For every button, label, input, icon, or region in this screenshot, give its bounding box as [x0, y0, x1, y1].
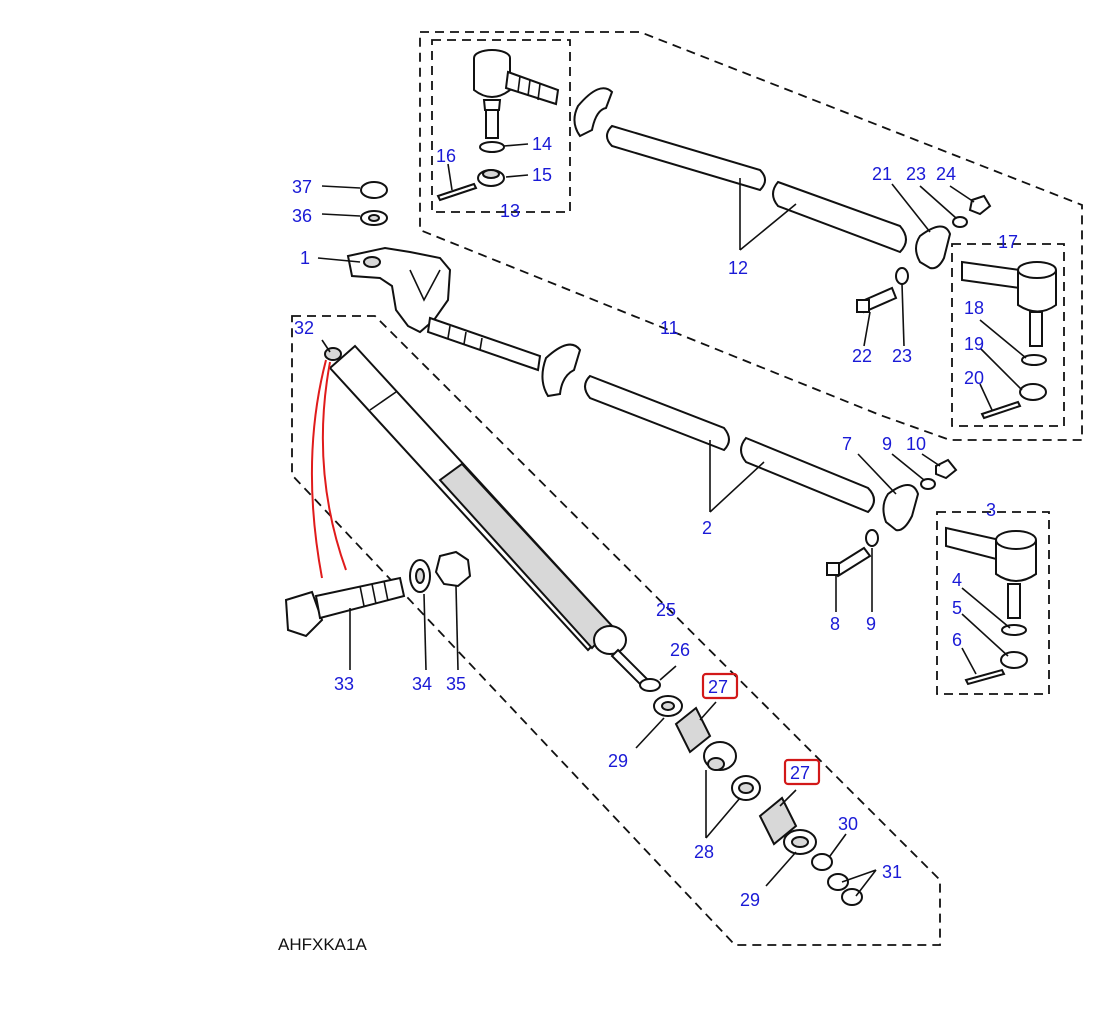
callout-29-lower[interactable]: 29	[740, 890, 760, 910]
callout-1[interactable]: 1	[300, 248, 310, 268]
lower-rod-assembly	[426, 316, 958, 578]
callout-31[interactable]: 31	[882, 862, 902, 882]
callout-14[interactable]: 14	[532, 134, 552, 154]
callout-34[interactable]: 34	[412, 674, 432, 694]
group-11-boundary	[419, 31, 1083, 441]
highlight-27-lower	[783, 758, 821, 786]
callout-16[interactable]: 16	[436, 146, 456, 166]
callout-18[interactable]: 18	[964, 298, 984, 318]
callout-12[interactable]: 12	[728, 258, 748, 278]
tie-rod-end-3	[945, 526, 1037, 686]
group-13-boundary	[431, 39, 571, 213]
callout-35[interactable]: 35	[446, 674, 466, 694]
callout-30[interactable]: 30	[838, 814, 858, 834]
callout-8[interactable]: 8	[830, 614, 840, 634]
callout-6[interactable]: 6	[952, 630, 962, 650]
assembly-boundaries	[291, 31, 1083, 946]
callout-24[interactable]: 24	[936, 164, 956, 184]
callout-27-lower[interactable]: 27	[790, 763, 810, 783]
callout-22[interactable]: 22	[852, 346, 872, 366]
callout-13[interactable]: 13	[500, 201, 520, 221]
group-17-boundary	[951, 243, 1065, 427]
callout-37[interactable]: 37	[292, 177, 312, 197]
highlight-27-upper	[701, 672, 739, 700]
callout-36[interactable]: 36	[292, 206, 312, 226]
callout-17[interactable]: 17	[998, 232, 1018, 252]
callout-15[interactable]: 15	[532, 165, 552, 185]
callout-7[interactable]: 7	[842, 434, 852, 454]
bracket-1	[346, 246, 452, 334]
callout-21[interactable]: 21	[872, 164, 892, 184]
callout-2[interactable]: 2	[702, 518, 712, 538]
callout-29-upper[interactable]: 29	[608, 751, 628, 771]
tie-rod-end-17	[961, 260, 1057, 420]
callout-5[interactable]: 5	[952, 598, 962, 618]
callout-27-upper[interactable]: 27	[708, 677, 728, 697]
highlight-boxes	[701, 672, 821, 786]
callout-4[interactable]: 4	[952, 570, 962, 590]
callout-23[interactable]: 23	[892, 346, 912, 366]
callout-32[interactable]: 32	[294, 318, 314, 338]
callout-23b[interactable]: 23	[906, 164, 926, 184]
callout-25[interactable]: 25	[656, 600, 676, 620]
tie-rod-end-13	[436, 49, 560, 202]
callout-28[interactable]: 28	[694, 842, 714, 862]
drawing-code: AHFXKA1A	[278, 935, 367, 954]
callout-labels: 1 2 3 4 5 6 7 8 9 9 10 11 12 13 14 15 16…	[292, 134, 1018, 910]
callout-33[interactable]: 33	[334, 674, 354, 694]
callout-10[interactable]: 10	[906, 434, 926, 454]
callout-11[interactable]: 11	[660, 318, 679, 338]
upper-rod-assembly	[573, 87, 992, 314]
callout-26[interactable]: 26	[670, 640, 690, 660]
callout-19[interactable]: 19	[964, 334, 984, 354]
callout-9b[interactable]: 9	[882, 434, 892, 454]
callout-9[interactable]: 9	[866, 614, 876, 634]
steering-damper-25	[324, 344, 863, 906]
callout-3[interactable]: 3	[986, 500, 996, 520]
leader-lines	[317, 143, 1027, 897]
group-3-boundary	[936, 511, 1050, 695]
mounting-hardware	[284, 181, 472, 638]
group-25-boundary	[291, 315, 941, 946]
callout-20[interactable]: 20	[964, 368, 984, 388]
wire-harness	[310, 359, 347, 579]
